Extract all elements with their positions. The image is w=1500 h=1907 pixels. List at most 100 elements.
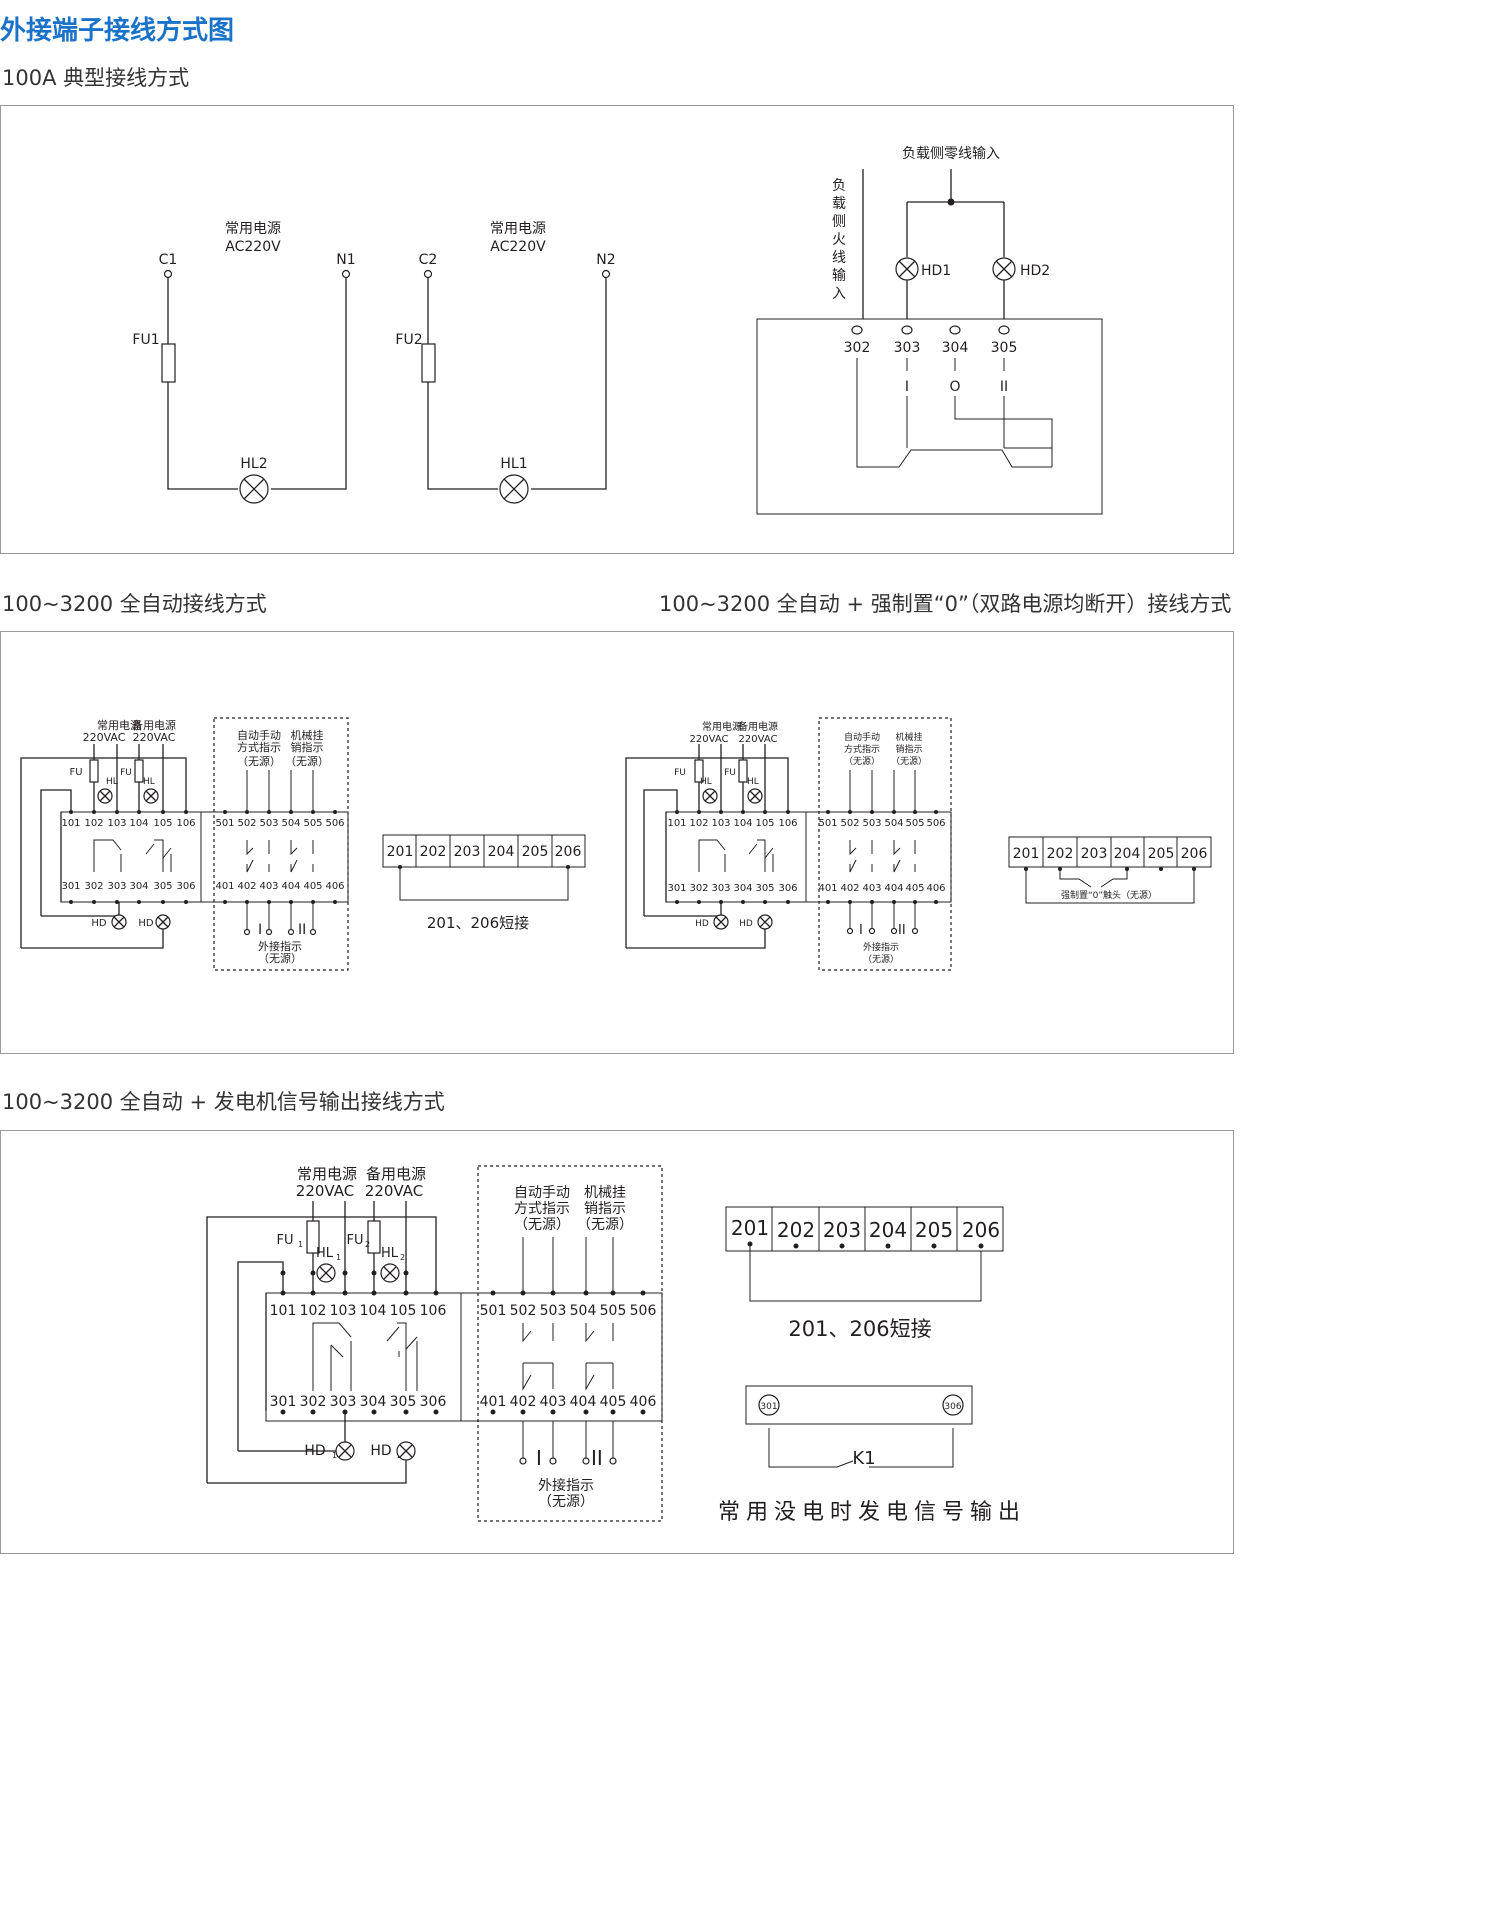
fu1-label: FU1 (132, 332, 159, 348)
short-label: 201、206短接 (788, 1317, 931, 1341)
fu1-label: FU (277, 1233, 294, 1248)
svg-text:304: 304 (129, 881, 148, 892)
svg-text:自动手动: 自动手动 (844, 731, 880, 743)
hl1-label: HL (316, 1246, 334, 1261)
svg-text:504: 504 (884, 818, 903, 829)
hd1-label: HD1 (921, 263, 951, 279)
svg-text:502: 502 (840, 818, 859, 829)
source-common-label: 常用电源 (97, 718, 141, 732)
svg-text:203: 203 (823, 1218, 861, 1242)
svg-text:105: 105 (153, 818, 172, 829)
svg-text:103: 103 (711, 818, 730, 829)
fu2-label: FU (120, 768, 132, 778)
svg-text:（无源）: （无源） (514, 1217, 570, 1233)
svg-text:305: 305 (991, 340, 1018, 356)
svg-text:104: 104 (360, 1303, 387, 1319)
svg-text:403: 403 (862, 883, 881, 894)
svg-text:305: 305 (755, 883, 774, 894)
lamp-hl1-icon (316, 1263, 336, 1283)
fuse-fu1-icon (89, 759, 99, 783)
section2-left-title: 100~3200 全自动接线方式 (2, 592, 267, 616)
lamp-hl1-icon (499, 474, 529, 504)
svg-text:101: 101 (667, 818, 686, 829)
short-label: 201、206短接 (427, 914, 529, 932)
svg-text:406: 406 (926, 883, 945, 894)
svg-text:404: 404 (281, 881, 300, 892)
svg-text:401: 401 (215, 881, 234, 892)
svg-text:外接指示: 外接指示 (863, 941, 899, 953)
terminal-c1: C1 (159, 252, 178, 268)
position-o: O (949, 379, 960, 395)
lamp-hd1-icon (713, 914, 729, 930)
force-zero-wire (1025, 869, 1195, 904)
svg-text:304: 304 (942, 340, 969, 356)
svg-text:101: 101 (270, 1303, 297, 1319)
pos-ii-label: II (591, 1446, 603, 1470)
svg-text:304: 304 (360, 1394, 387, 1410)
svg-text:102: 102 (300, 1303, 327, 1319)
svg-text:201: 201 (1013, 846, 1040, 862)
svg-text:301: 301 (270, 1394, 297, 1410)
svg-text:204: 204 (869, 1218, 907, 1242)
vac-label-2: 220VAC (133, 731, 176, 744)
svg-text:501: 501 (818, 818, 837, 829)
svg-text:503: 503 (259, 818, 278, 829)
svg-text:105: 105 (390, 1303, 417, 1319)
svg-text:205: 205 (915, 1218, 953, 1242)
lamp-hl2-icon (380, 1263, 400, 1283)
lamp-hd1-icon (111, 914, 127, 930)
svg-text:506: 506 (325, 818, 344, 829)
section1-title: 100A 典型接线方式 (2, 66, 190, 90)
n1-terminal-icon (341, 269, 351, 279)
svg-text:（无源）: （无源） (863, 954, 899, 965)
svg-text:载: 载 (832, 196, 846, 212)
diagram-100a: 常用电源 AC220V C1 N1 FU1 HL2 常用电源 AC220V C2… (132, 146, 1103, 515)
source-backup-label: 备用电源 (132, 718, 176, 732)
svg-text:401: 401 (818, 883, 837, 894)
position-i: I (905, 379, 909, 395)
svg-text:（无源）: （无源） (237, 754, 281, 768)
fuse-fu2-icon (134, 759, 144, 783)
svg-text:302: 302 (689, 883, 708, 894)
voltage-label-1: AC220V (225, 239, 281, 255)
terminal-304: 304 (942, 325, 969, 356)
relay-contacts-left (93, 839, 314, 873)
svg-text:304: 304 (733, 883, 752, 894)
svg-text:403: 403 (540, 1394, 567, 1410)
svg-text:（无源）: （无源） (538, 1494, 594, 1510)
svg-text:303: 303 (894, 340, 921, 356)
svg-text:505: 505 (303, 818, 322, 829)
lamp-hd1-icon (335, 1441, 355, 1461)
panel-100a: 常用电源 AC220V C1 N1 FU1 HL2 常用电源 AC220V C2… (0, 105, 1234, 554)
junction-dot (947, 198, 955, 206)
mech-lock-label: 机械挂 (584, 1185, 626, 1201)
svg-text:306: 306 (778, 883, 797, 894)
svg-text:202: 202 (1047, 846, 1074, 862)
svg-text:104: 104 (129, 818, 148, 829)
vac-label-1: 220VAC (83, 731, 126, 744)
section2-right-title: 100~3200 全自动 + 强制置“0”（双路电源均断开）接线方式 (659, 592, 1232, 616)
c2-terminal-icon (423, 269, 433, 279)
hl1-label: HL1 (500, 456, 527, 472)
svg-text:406: 406 (325, 881, 344, 892)
hd2-label: HD (370, 1443, 391, 1459)
lamp-hl2-icon (143, 788, 159, 804)
terminal-c2: C2 (419, 252, 438, 268)
svg-text:201: 201 (731, 1216, 769, 1240)
switch-body-box (756, 318, 1103, 515)
page-heading: 外接端子接线方式图 (0, 16, 235, 46)
fu1-label: FU (69, 767, 82, 778)
svg-text:206: 206 (1181, 846, 1208, 862)
hl1-label: HL (106, 777, 118, 787)
fuse-fu1-icon (161, 343, 176, 383)
svg-text:（无源）: （无源） (258, 951, 302, 965)
terminal-dots-generator (280, 1290, 646, 1415)
svg-text:1: 1 (298, 1240, 303, 1249)
svg-text:方式指示: 方式指示 (844, 743, 880, 755)
hl2-label: HL (381, 1246, 399, 1261)
